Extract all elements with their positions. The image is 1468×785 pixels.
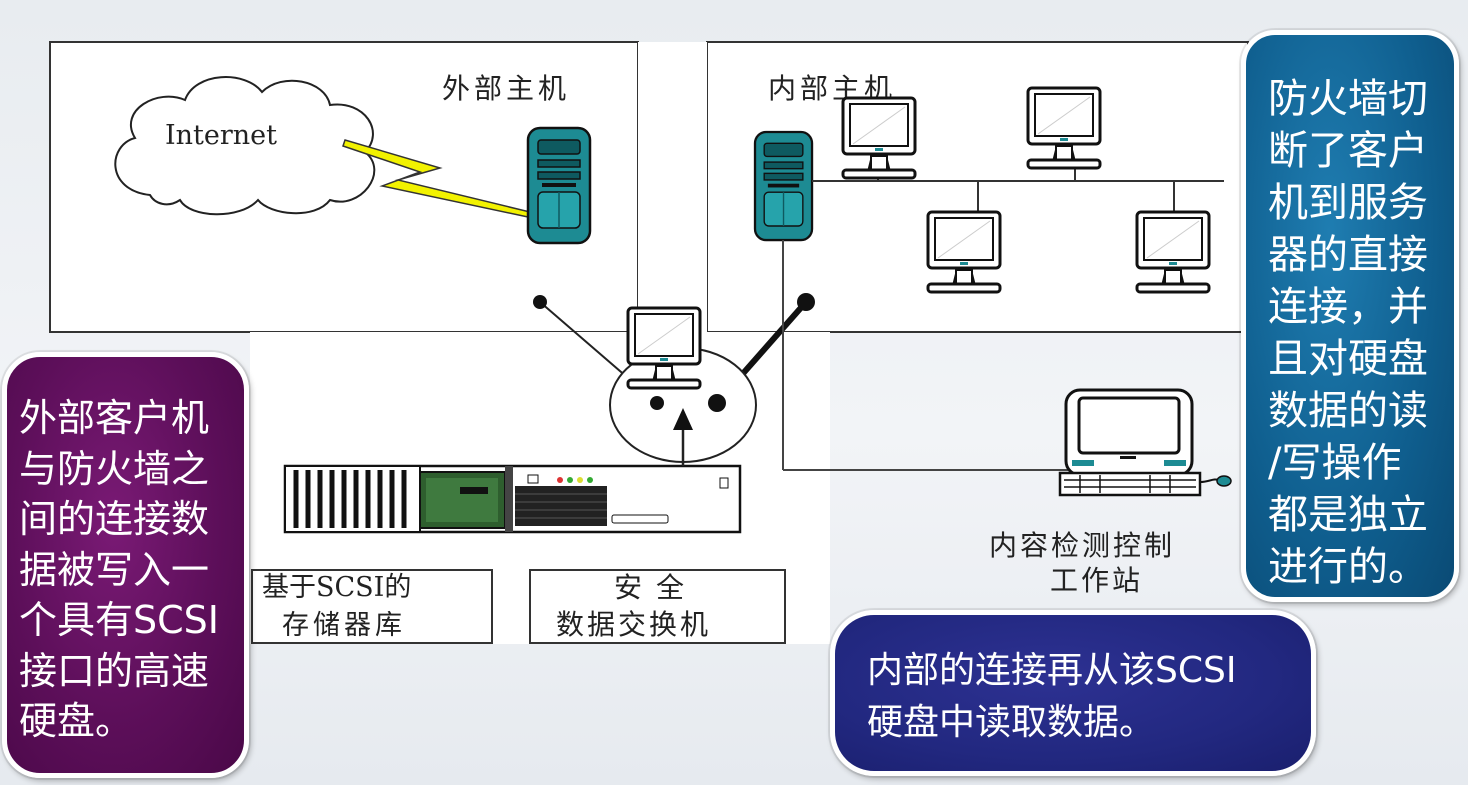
rack-storage-icon	[283, 464, 742, 534]
cloud-icon	[114, 76, 376, 216]
callout-line: 个具有SCSI	[19, 598, 219, 642]
storage-label-line2: 存储器库	[282, 610, 406, 641]
connector-strip	[638, 42, 707, 332]
internet-label: Internet	[165, 120, 277, 151]
workstation-label-line2: 工作站	[1050, 564, 1143, 597]
switch-label-box	[529, 569, 786, 644]
storage-label-box	[251, 569, 493, 644]
internal-server-icon	[753, 130, 814, 242]
callout-line: 接口的高速	[19, 648, 210, 693]
external-host-label: 外部主机	[442, 72, 570, 105]
switch-label-line2: 数据交换机	[556, 608, 711, 641]
callout-line: 外部客户机	[19, 396, 210, 440]
switch-dial-icon	[609, 347, 757, 463]
callout-line: 连接，并	[1268, 284, 1428, 330]
callout-line: 器的直接	[1268, 232, 1428, 278]
external-server-icon	[526, 126, 592, 245]
crt-workstation-icon	[1058, 388, 1232, 497]
callout-line: 进行的。	[1268, 544, 1428, 590]
external-connection-callout: 外部客户机 与防火墙之 间的连接数 据被写入一 个具有SCSI 接口的高速 硬盘…	[2, 352, 249, 778]
callout-line: 硬盘。	[19, 699, 134, 743]
callout-line: 内部的连接再从该SCSI	[867, 650, 1237, 691]
workstation-label-line1: 内容检测控制	[989, 529, 1175, 562]
callout-line: 断了客户	[1268, 128, 1428, 174]
internal-connection-callout: 内部的连接再从该SCSI 硬盘中读取数据。	[830, 610, 1316, 776]
storage-label-line1: 基于SCSI的	[262, 572, 411, 603]
callout-line: /写操作	[1268, 440, 1402, 486]
callout-line: 间的连接数	[19, 497, 210, 541]
switch-label-line1: 安全	[614, 571, 698, 604]
firewall-callout: 防火墙切 断了客户 机到服务 器的直接 连接，并 且对硬盘 数据的读 /写操作 …	[1241, 30, 1459, 602]
callout-line: 都是独立	[1268, 492, 1428, 538]
callout-line: 硬盘中读取数据。	[867, 702, 1156, 743]
callout-line: 与防火墙之	[19, 446, 210, 491]
callout-line: 据被写入一	[19, 547, 210, 592]
callout-line: 且对硬盘	[1268, 336, 1428, 382]
callout-line: 数据的读	[1268, 388, 1428, 434]
callout-line: 防火墙切	[1268, 76, 1428, 122]
callout-line: 机到服务	[1268, 180, 1428, 226]
